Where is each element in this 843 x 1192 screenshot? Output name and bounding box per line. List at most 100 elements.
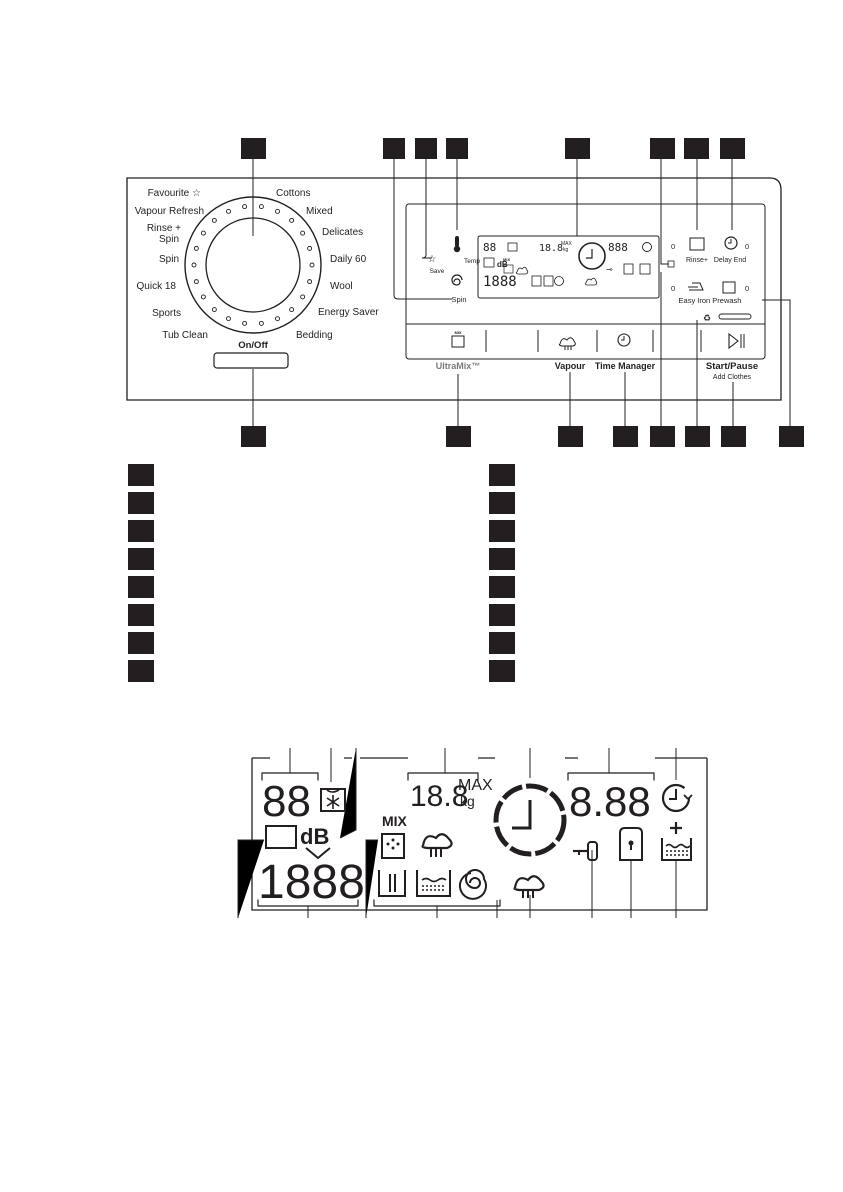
dial-position-dots — [191, 204, 315, 326]
dial-dot — [193, 279, 199, 285]
mix-label: MIX — [382, 813, 408, 829]
legend-tag — [128, 520, 154, 542]
legend-tag — [489, 464, 515, 486]
extra-rinse-icon — [661, 822, 692, 861]
mini-spin-digits: 1888 — [483, 274, 517, 290]
dial-dot — [300, 230, 306, 236]
start-pause-label: Start/Pause — [706, 361, 758, 372]
callout-tag-dial — [241, 138, 266, 159]
programme-dial[interactable] — [184, 196, 322, 334]
vapour-label: Vapour — [555, 361, 586, 371]
legend-tags — [128, 464, 515, 682]
callout-tag-display — [565, 138, 590, 159]
callout-tag-save — [415, 138, 437, 159]
time-manager-button[interactable] — [617, 333, 631, 347]
steam-icon-bottom — [513, 875, 545, 898]
delay-end-label: Delay End — [714, 257, 746, 264]
dial-dot — [307, 279, 313, 285]
dial-dot — [258, 204, 264, 210]
legend-tag — [489, 492, 515, 514]
display-frame — [251, 758, 708, 911]
dial-dot — [307, 245, 313, 251]
ultramix-label: UltraMix™ — [436, 361, 481, 371]
dial-dot — [211, 217, 217, 223]
mini-temp-digits: 88 — [483, 241, 496, 254]
ultramix-display-icon — [381, 833, 405, 859]
add-clothes-label: Add Clothes — [713, 374, 752, 381]
programme-daily60: Daily 60 — [330, 254, 367, 265]
vapour-button[interactable] — [558, 337, 576, 350]
legend-tag — [489, 604, 515, 626]
mini-mix: MIX — [503, 257, 510, 262]
delay-end-icon — [724, 236, 738, 250]
legend-tag — [128, 576, 154, 598]
spin-button-label: Spin — [451, 295, 466, 304]
on-off-button[interactable]: On/Off — [213, 340, 289, 369]
dial-dot — [289, 307, 295, 313]
mini-delay-icon — [642, 242, 652, 252]
mini-max: MAX — [561, 241, 573, 247]
mini-key-icon: ⊸ — [606, 265, 613, 274]
dial-dot — [242, 204, 248, 210]
max-label: MAX — [458, 777, 493, 794]
thermometer-icon — [453, 236, 461, 253]
programme-bedding: Bedding — [296, 330, 333, 341]
easy-iron-button[interactable] — [688, 282, 704, 291]
prewash-button[interactable] — [722, 281, 736, 294]
programme-sports: Sports — [152, 308, 181, 319]
led-right-bottom: 0 — [745, 284, 749, 293]
start-pause-button[interactable] — [728, 332, 745, 350]
temp-button[interactable]: Temp — [453, 236, 481, 265]
spin-digits: 1888 — [258, 856, 365, 909]
callout-tag-temp — [446, 138, 468, 159]
door-lock-icon — [619, 827, 643, 861]
dial-dot — [309, 262, 315, 268]
add-clothes-indicator: ♻ — [703, 313, 752, 323]
programme-cottons: Cottons — [276, 188, 310, 199]
save-label: Save — [430, 268, 445, 275]
button-row — [485, 330, 702, 352]
steam-icon-top — [421, 833, 453, 857]
led-left-bottom: 0 — [671, 284, 675, 293]
programme-rinse-spin-line2: Spin — [159, 234, 179, 245]
programme-favourite: Favourite ☆ — [148, 188, 201, 199]
key-icon — [573, 841, 598, 861]
display-diagram: 88 18.8 MAX kg 8.88 dB 1888 MIX — [237, 748, 708, 918]
star-icon: ☆ — [428, 254, 437, 265]
temp-label: Temp — [464, 258, 480, 265]
easy-iron-icon — [688, 282, 704, 291]
legend-tag — [128, 604, 154, 626]
panel-frame — [126, 177, 782, 401]
dial-outer-ring — [184, 196, 322, 334]
legend-tag — [489, 660, 515, 682]
dial-dot — [242, 320, 248, 326]
legend-tag — [489, 632, 515, 654]
programme-quick18: Quick 18 — [137, 281, 177, 292]
ultramix-button[interactable]: MIX — [451, 330, 465, 348]
mini-clock-icon — [578, 242, 606, 270]
legend-tag — [489, 520, 515, 542]
delay-end-button[interactable]: Delay End — [714, 236, 746, 264]
legend-tag — [128, 548, 154, 570]
easy-iron-prewash-label: Easy Iron Prewash — [679, 296, 742, 305]
programme-mixed: Mixed — [306, 206, 333, 217]
time-digits: 8.88 — [569, 778, 651, 825]
legend-tag — [128, 492, 154, 514]
shirt-icon: ♻ — [703, 313, 711, 323]
mini-display: 88 18.8 MAX kg 888 dB MIX 1888 ⊸ — [483, 241, 652, 290]
dial-dot — [226, 208, 231, 214]
bottom-callouts — [241, 272, 804, 447]
rinse-plus-label: Rinse+ — [686, 257, 708, 264]
dial-dot — [275, 208, 280, 214]
dial-dot — [300, 294, 306, 300]
programme-delicates: Delicates — [322, 227, 363, 238]
callout-tag-delay — [720, 138, 745, 159]
save-indicator[interactable]: ☆ Save — [428, 254, 445, 275]
callout-tag-side-leds — [650, 138, 675, 159]
spin-button[interactable]: Spin — [451, 274, 467, 304]
dial-dot — [191, 262, 197, 268]
rinse-plus-button[interactable]: Rinse+ — [686, 237, 708, 264]
callout-tag-spin — [383, 138, 405, 159]
clock-icon — [493, 783, 567, 857]
